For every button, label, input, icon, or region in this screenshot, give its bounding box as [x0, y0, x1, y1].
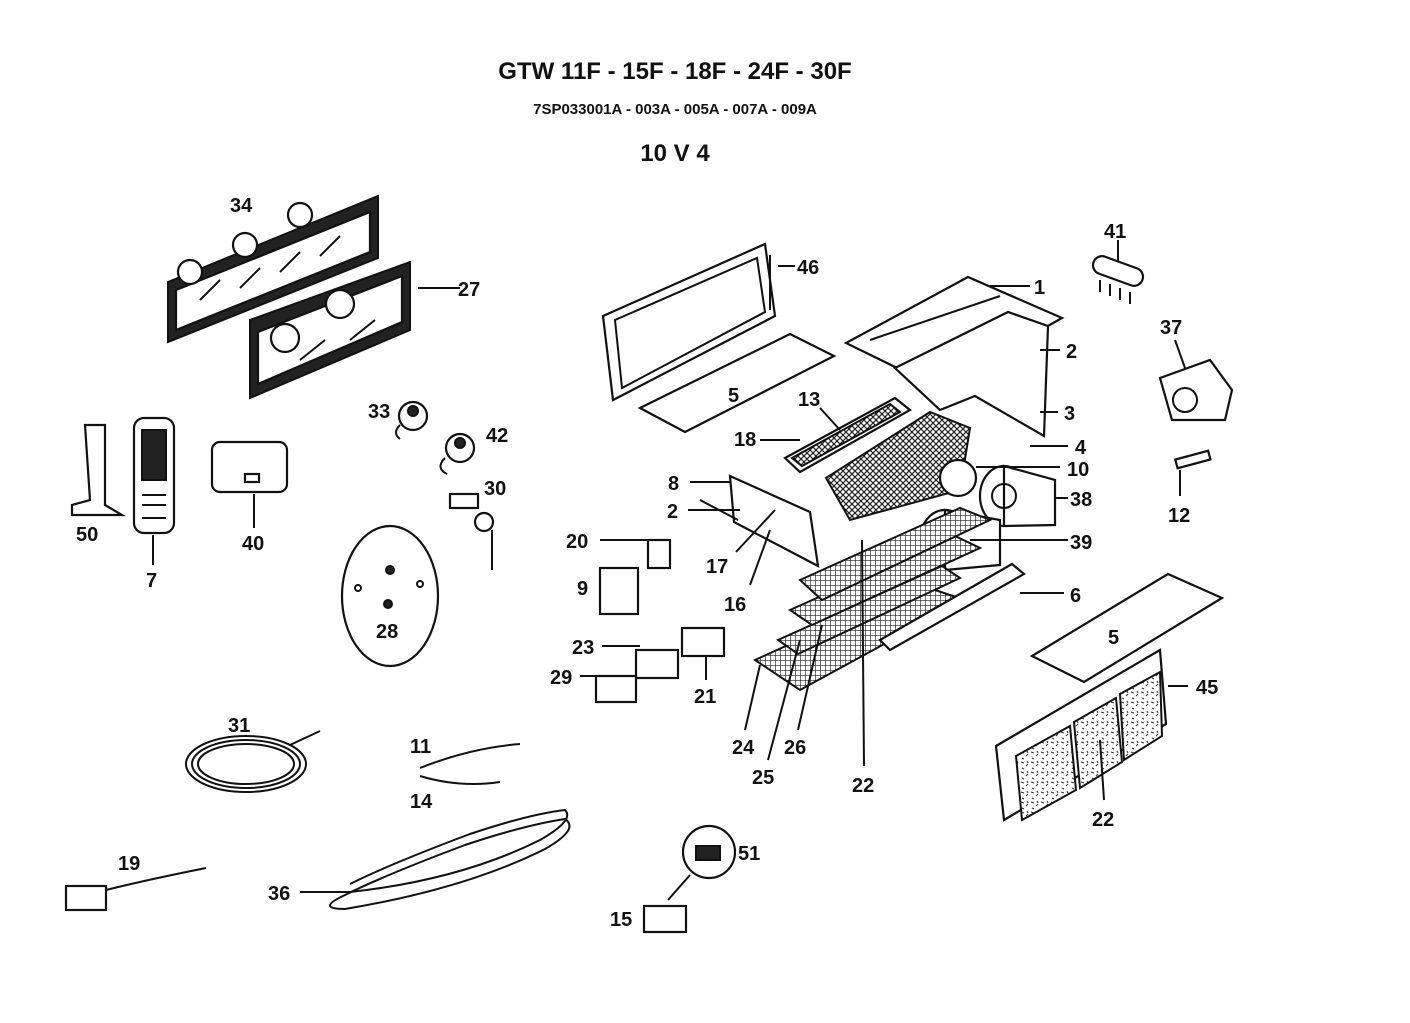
- label-5a: 5: [728, 385, 739, 407]
- part-21-terminal: [680, 626, 726, 658]
- label-40: 40: [242, 533, 264, 555]
- label-34: 34: [230, 195, 253, 217]
- label-5b: 5: [1108, 627, 1119, 649]
- label-17: 17: [706, 556, 728, 578]
- part-37-blower: [1158, 358, 1234, 422]
- label-22a: 22: [852, 775, 874, 797]
- part-40-thermostat: [210, 440, 289, 494]
- part-51-inset: [667, 824, 737, 901]
- label-23: 23: [572, 637, 594, 659]
- label-9: 9: [577, 578, 588, 600]
- label-25: 25: [752, 767, 774, 789]
- label-10: 10: [1067, 459, 1089, 481]
- part-28-disc: [340, 524, 440, 668]
- part-10-motor: [938, 458, 978, 498]
- label-18: 18: [734, 429, 756, 451]
- part-3-side-panel: [893, 310, 1050, 438]
- part-5-panel-left: [637, 332, 837, 434]
- label-29: 29: [550, 667, 572, 689]
- part-9-box: [598, 566, 640, 616]
- label-12: 12: [1168, 505, 1190, 527]
- label-7: 7: [146, 570, 157, 592]
- part-6-rail: [878, 562, 1026, 652]
- label-46: 46: [797, 257, 819, 279]
- label-11: 11: [410, 736, 431, 758]
- part-50-bracket: [70, 423, 127, 517]
- part-29-terminal: [594, 674, 638, 704]
- part-8-control-plate: [728, 474, 820, 568]
- part-11-wire: [419, 743, 521, 769]
- part-12-sensor: [1173, 449, 1212, 470]
- variant-label: 10 V 4: [640, 140, 710, 167]
- label-16: 16: [724, 594, 746, 616]
- part-34-grille: [167, 194, 379, 344]
- label-14: 14: [410, 791, 433, 813]
- part-42-thermostat: [439, 432, 476, 475]
- part-23-terminal: [634, 648, 680, 680]
- label-42: 42: [486, 425, 508, 447]
- label-36: 36: [268, 883, 290, 905]
- label-2a: 2: [1066, 341, 1077, 363]
- label-21: 21: [694, 686, 716, 708]
- label-41: 41: [1104, 221, 1126, 243]
- part-33-thermostat: [395, 400, 429, 440]
- part-38-blower: [978, 464, 1057, 528]
- label-45: 45: [1196, 677, 1218, 699]
- label-51: 51: [738, 843, 760, 865]
- label-30: 30: [484, 478, 506, 500]
- label-24: 24: [732, 737, 755, 759]
- part-36-hose: [329, 808, 571, 911]
- part-31-cable: [185, 730, 321, 793]
- label-38: 38: [1070, 489, 1092, 511]
- part-45-filter: [994, 648, 1168, 822]
- part-14-wire: [419, 775, 501, 785]
- label-50: 50: [76, 524, 98, 546]
- part-13-heater: [783, 396, 912, 474]
- part-30-valve: [448, 492, 495, 570]
- part-5-panel-right: [1029, 572, 1225, 684]
- label-19: 19: [118, 853, 140, 875]
- label-8: 8: [668, 473, 679, 495]
- label-3: 3: [1064, 403, 1075, 425]
- label-27: 27: [458, 279, 480, 301]
- label-28: 28: [376, 621, 398, 643]
- part-41-manifold: [1091, 255, 1145, 304]
- label-2b: 2: [667, 501, 678, 523]
- diagram-title: GTW 11F - 15F - 18F - 24F - 30F: [498, 58, 852, 85]
- label-6: 6: [1070, 585, 1081, 607]
- label-22b: 22: [1092, 809, 1114, 831]
- part-46-frame: [601, 242, 777, 402]
- part-20-switch: [646, 538, 672, 570]
- part-22-coil-stack: [752, 506, 993, 692]
- label-15: 15: [610, 909, 632, 931]
- part-7-remote: [132, 416, 176, 535]
- part-labels: 34 27 46 1 2 3 4 10 38 39 6 5 5 45 22 22…: [76, 195, 1218, 931]
- part-27-grille: [249, 260, 411, 400]
- part-19-connector: [64, 867, 207, 912]
- label-31: 31: [228, 715, 250, 737]
- label-4: 4: [1075, 437, 1087, 459]
- label-26: 26: [784, 737, 806, 759]
- label-33: 33: [368, 401, 390, 423]
- part-fan-housing: [824, 410, 972, 522]
- leader-lines: [152, 240, 1188, 893]
- model-codes: 7SP033001A - 003A - 005A - 007A - 009A: [533, 101, 817, 118]
- label-39: 39: [1070, 532, 1092, 554]
- label-37: 37: [1160, 317, 1182, 339]
- label-1: 1: [1034, 277, 1045, 299]
- part-15-board: [642, 904, 688, 934]
- label-20: 20: [566, 531, 588, 553]
- label-13: 13: [798, 389, 820, 411]
